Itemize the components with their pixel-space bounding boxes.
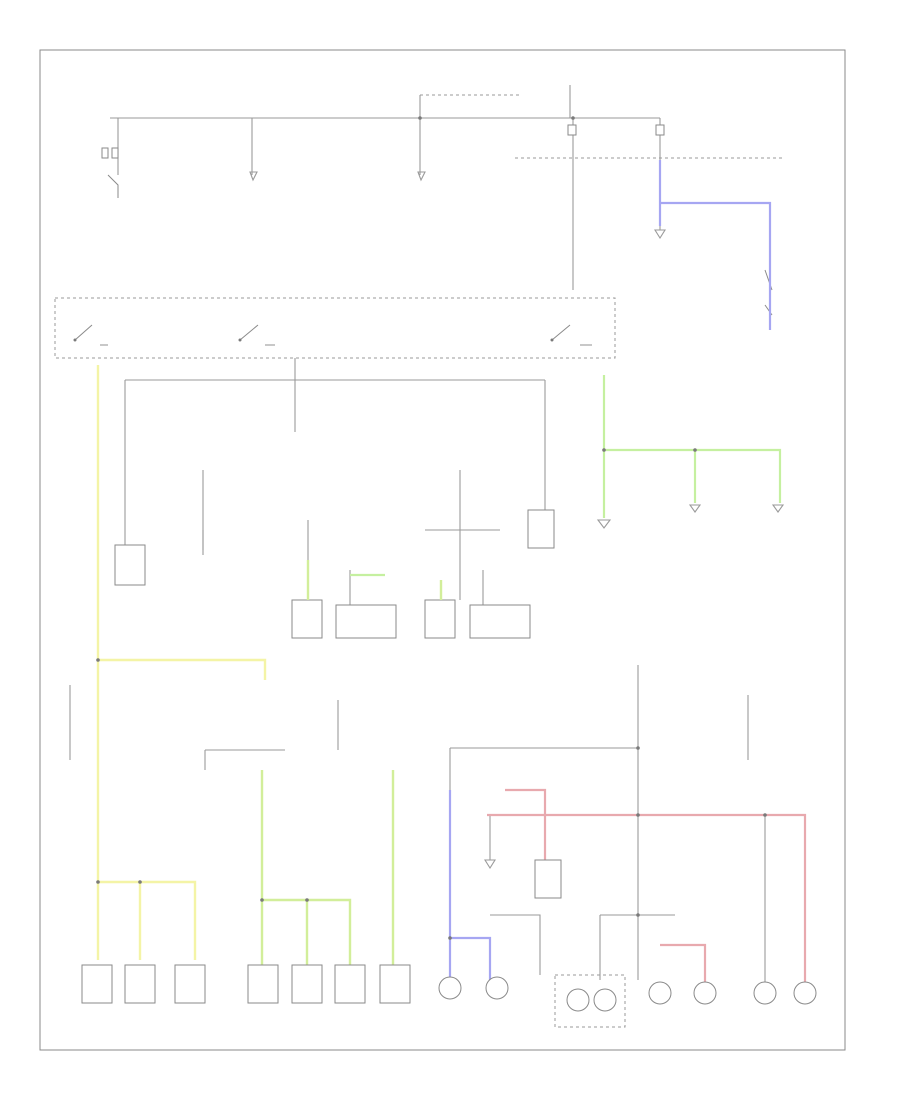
middle-green-wires	[306, 375, 782, 600]
middle-components	[114, 504, 785, 639]
top-feed-wires	[110, 85, 785, 290]
splice-dots	[96, 116, 767, 940]
lower-right-components	[438, 859, 817, 1028]
lower-left-components	[81, 964, 411, 1004]
top-components	[101, 124, 773, 316]
lower-left-wires	[69, 365, 395, 965]
ignition-switch-block	[54, 297, 616, 359]
top-blue-wire	[658, 160, 772, 330]
lower-right-wires	[449, 665, 766, 985]
diagram-frame	[39, 49, 846, 1051]
ignition-switch-contacts	[73, 324, 592, 346]
middle-wires	[124, 358, 546, 605]
lower-right-colored-wires	[448, 788, 807, 985]
